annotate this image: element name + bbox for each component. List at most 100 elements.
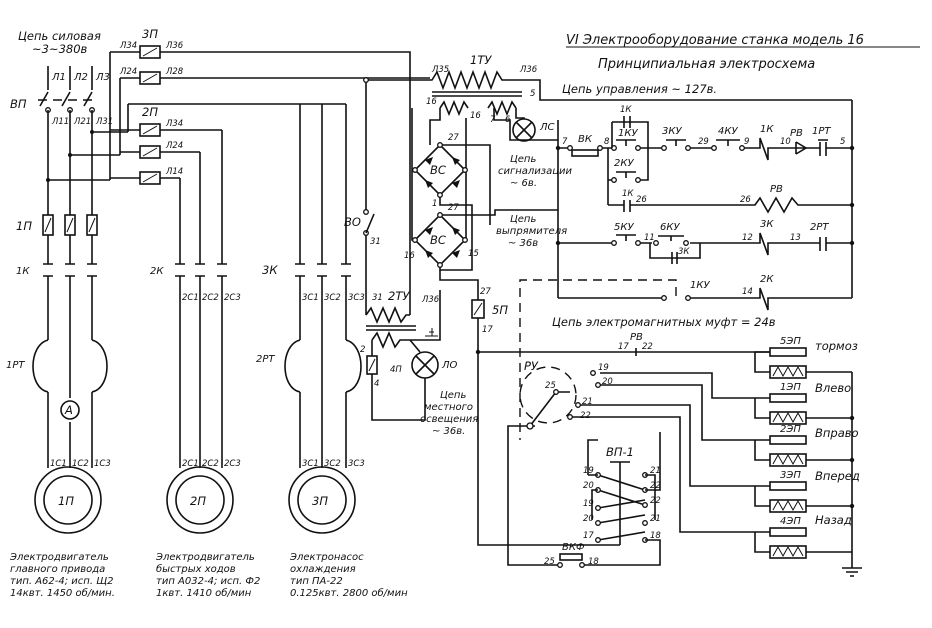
label-2c1: 2С1: [182, 293, 199, 303]
label-2c2: 2С2: [202, 293, 219, 303]
wire-label: 5: [840, 137, 845, 147]
wire-label: 22: [650, 481, 661, 491]
caption-line: тип ПА-22: [290, 576, 343, 587]
control-circuit-label: Цепь управления ~ 127в.: [562, 82, 717, 96]
wire-label: 25: [545, 381, 556, 391]
local-lamp-lo: ЛО Цепь местного освещения ~ 36в.: [411, 351, 478, 437]
wire-label: 22: [642, 342, 653, 352]
selector-switch-ru: РУ 25 19 20 21 22: [507, 359, 613, 566]
label-1c2: 1С2: [72, 459, 89, 469]
clutch-circuit: Цепь электромагнитных муфт = 24в РВ 17 2…: [475, 315, 862, 577]
clutch-5ep: 5ЭП тормоз: [754, 336, 858, 379]
label-vp1: ВП-1: [606, 445, 634, 459]
label-fuse-1p: 1П: [16, 219, 32, 233]
switch-vp1: ВП-1 19 20 19 20 17 21 22 22 21 18: [583, 432, 661, 545]
label-1ku: 1КУ: [618, 128, 638, 139]
direction-label: Влево: [815, 381, 851, 395]
label-2c3: 2С3: [224, 459, 241, 469]
contacts-1k: 1К: [16, 263, 97, 277]
motor-1p-caption: Электродвигатель главного привода тип. А…: [9, 552, 115, 599]
wire-label: 8: [604, 137, 610, 147]
control-circuit: ВК 1КУ 1К 3КУ 4КУ 1К РВ 1РТ 5 7 8 29 9 1…: [519, 100, 855, 440]
local-light-label: местного: [424, 402, 473, 413]
label-contact-1k: 1К: [16, 266, 30, 277]
label-1ku: 1КУ: [690, 280, 710, 291]
label-coil-3k: 3К: [760, 219, 774, 230]
clutch-label: 5ЭП: [780, 336, 801, 347]
schematic-title: VI Электрооборудование станка модель 16: [566, 33, 864, 48]
thermal-relay-2rt: 2РТ: [256, 339, 362, 393]
relay-coil-5p: 5П 27 17: [439, 270, 620, 546]
coil-1k: 1К: [752, 124, 776, 161]
rectifier-circuit-label: ~ 36в: [508, 238, 538, 249]
transformer-2tu: 2ТУ 31 Л36 2: [360, 289, 441, 421]
caption-line: Электронасос: [289, 552, 364, 563]
label-6ku: 6КУ: [660, 222, 680, 233]
power-circuit: Цепь силовая ~3~380в Л1 Л2 Л3 ВП Л11 Л21…: [6, 27, 430, 599]
contact-2rt: 2РТ: [810, 222, 830, 251]
label-4ku: 4КУ: [718, 126, 738, 137]
wire-label: 16: [426, 97, 437, 107]
power-caption: Цепь силовая: [18, 29, 101, 43]
direction-label: Вперед: [815, 469, 860, 483]
wire-label: 14: [742, 287, 753, 297]
label-1c1: 1С1: [50, 459, 67, 469]
clutch-label: 3ЭП: [780, 470, 801, 481]
caption-line: быстрых ходов: [156, 563, 236, 575]
clutch-1ep: 1ЭП Влево: [600, 372, 852, 425]
wire-label: 29: [698, 137, 709, 147]
button-2ku: 2КУ: [611, 158, 641, 183]
button-6ku: 6КУ: [653, 222, 689, 246]
clutch-3ep: 3ЭП Вперед: [578, 404, 860, 513]
label-3c2: 3С2: [324, 459, 341, 469]
signal-circuit-label: Цепь: [510, 154, 536, 165]
main-switch-vp: ВП: [10, 91, 95, 113]
direction-label: Вправо: [815, 426, 859, 440]
local-light-label: Цепь: [440, 390, 466, 401]
motor-3p-caption: Электронасос охлаждения тип ПА-22 0.125к…: [289, 552, 408, 599]
wire-label: Л35: [431, 65, 449, 75]
motor-2p-label: 2П: [190, 494, 206, 508]
rectifier-circuit-label: Цепь: [510, 214, 536, 225]
label-lo: ЛО: [441, 360, 458, 371]
label-ru: РУ: [524, 359, 539, 373]
wire-label: 20: [583, 481, 594, 491]
label-l21: Л21: [73, 117, 91, 127]
label-5p: 5П: [492, 303, 508, 317]
wire-label: 9: [744, 137, 749, 147]
caption-line: 14квт. 1450 об/мин.: [10, 587, 115, 599]
clutch-label: 2ЭП: [780, 424, 801, 435]
caption-line: Электродвигатель: [155, 552, 255, 563]
wire-label: 18: [588, 557, 599, 567]
button-5ku: 5КУ: [611, 222, 641, 246]
coil-2k: 2К: [752, 274, 776, 311]
label-contact-3k: 3К: [678, 247, 690, 257]
label-2rt: 2РТ: [810, 222, 829, 233]
wire-label: 22: [580, 411, 591, 421]
wire-label: Л24: [119, 67, 137, 77]
wire-label: 26: [740, 195, 751, 205]
label-vkf: ВКФ: [562, 542, 585, 553]
label-4p: 4П: [390, 365, 402, 375]
caption-line: тип. А62-4; исп. Щ2: [10, 576, 114, 587]
label-contact-1k: 1К: [620, 105, 632, 115]
wire-label: 20: [602, 377, 613, 387]
wire-label: 31: [370, 237, 381, 247]
clutch-4ep: 4ЭП Назад: [570, 416, 852, 559]
motor-3p-label: 3П: [312, 494, 328, 508]
caption-line: главного привода: [10, 564, 105, 575]
wire-label: 17: [583, 531, 594, 541]
header: VI Электрооборудование станка модель 16 …: [562, 33, 920, 96]
label-l11: Л11: [51, 117, 69, 127]
motor-2p-caption: Электродвигатель быстрых ходов тип А032-…: [155, 552, 260, 599]
label-l31: Л31: [95, 117, 113, 127]
clutch-circuit-label: Цепь электромагнитных муфт = 24в: [552, 315, 776, 329]
local-light-label: освещения: [420, 414, 478, 425]
wire-label: 19: [598, 363, 609, 373]
wire-label: 16: [404, 251, 415, 261]
wire-label: 18: [650, 531, 661, 541]
label-l1: Л1: [51, 72, 66, 83]
direction-label: Назад: [815, 513, 852, 527]
motor-2p: 2П: [166, 466, 234, 534]
label-1tu: 1ТУ: [470, 53, 492, 67]
